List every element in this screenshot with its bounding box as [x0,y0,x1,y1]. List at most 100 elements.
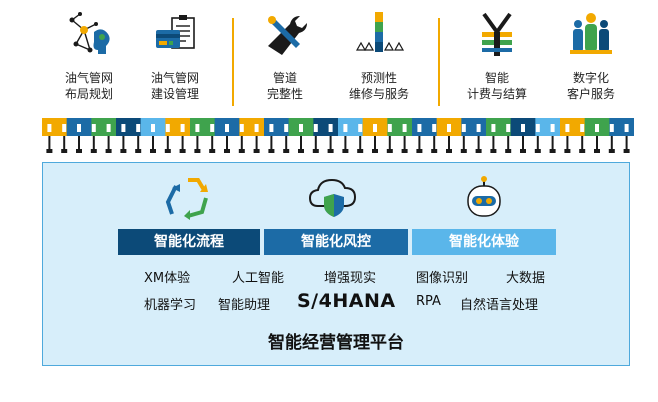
section-divider [438,18,440,106]
band-slot [62,124,67,132]
connector-pin [416,136,423,153]
band-slot [195,124,200,132]
connector-pin [549,136,556,153]
band-slot [77,124,81,132]
band-slot [210,124,215,132]
band-slot [550,124,555,132]
connector-pin [534,136,541,153]
connector-pin [164,136,171,153]
connector-pin [298,136,304,153]
connector-pin [253,136,260,153]
connector-pin [194,136,201,153]
band-slot [106,124,111,132]
tech-intelligent-assistant: 智能助理 [218,298,271,313]
connector-pin [179,136,186,153]
connector-pin [327,136,334,153]
connector-pin [520,136,526,153]
connector-pin [357,136,364,153]
scenario-label: 油气管网布局规划 [64,71,113,101]
band-slot [417,124,422,132]
network-brain-icon [44,10,134,60]
band-slot [373,124,377,132]
tech-xm-experience: XM体验 [144,271,191,286]
platform-title: 智能经营管理平台 [268,333,404,353]
connector-pin [490,136,497,153]
band-slot [121,124,126,132]
connector-pin [209,136,216,153]
band-slot [358,124,363,132]
band-slot [461,124,466,132]
scenario-label: 油气管网建设管理 [150,71,199,101]
band-slot [609,124,614,132]
band-slot [491,124,496,132]
connector-pin [401,136,408,153]
band-slot [521,124,525,132]
band-slot [476,124,481,132]
band-slot [580,124,585,132]
tech-big-data: 大数据 [506,271,546,286]
connector-pin [460,136,467,153]
band-slot [432,124,437,132]
tech-s4hana: S/4HANA [297,290,396,312]
scenario-label: 数字化客户服务 [566,71,615,101]
band-slot [47,124,52,132]
band-slot [402,124,407,132]
connector-pin [623,136,630,153]
connector-pin [342,136,349,153]
connector-pin [505,136,512,153]
connector-pin [579,136,586,153]
band-slot [165,124,170,132]
section-divider [232,18,234,106]
band-slot [387,124,392,132]
connector-pin [90,136,97,153]
band-slot [506,124,511,132]
band-slot [535,124,540,132]
people-icon [546,10,636,60]
connector-pin [224,136,230,153]
connector-pin [372,136,378,153]
connector-pin [268,136,275,153]
band-slot [624,124,629,132]
band-slot [284,124,289,132]
tech-rpa: RPA [416,294,441,309]
connector-pin [431,136,438,153]
yen-icon [452,10,542,60]
band-slot [565,124,570,132]
connector-pin [594,136,600,153]
band-slot [313,124,318,132]
tech-augmented-reality: 增强现实 [324,271,377,286]
tech-natural-language-processing: 自然语言处理 [460,298,539,313]
tech-artificial-intelligence: 人工智能 [232,271,285,286]
band-slot [225,124,229,132]
band-slot [254,124,259,132]
connector-pin [386,136,393,153]
connector-pin [105,136,112,153]
connector-pins [46,136,630,153]
band-slot [239,124,244,132]
connector-pin [120,136,127,153]
connector-pin [312,136,319,153]
band-slot [269,124,274,132]
connector-pin [475,136,482,153]
scenario-label: 智能计费与结算 [466,71,527,101]
connector-pin [283,136,290,153]
card-clipboard-icon [130,10,220,60]
connector-pin [238,136,245,153]
band-slot [328,124,333,132]
connector-pin [564,136,571,153]
robot-icon [454,176,514,222]
tech-image-recognition: 图像识别 [416,271,469,286]
band-slot [136,124,141,132]
capability-intelligent-process: 智能化流程 [118,229,260,255]
band-slot [299,124,303,132]
capability-intelligent-experience: 智能化体验 [412,229,556,255]
band-slot [447,124,451,132]
band-slot [595,124,599,132]
connector-pin [608,136,615,153]
scenario-label: 预测性维修与服务 [348,71,409,101]
tech-machine-learning: 机器学习 [144,298,197,313]
wrench-tools-icon [240,10,330,60]
band-slot [343,124,348,132]
connector-pin [135,136,142,153]
connector-pin [446,136,452,153]
